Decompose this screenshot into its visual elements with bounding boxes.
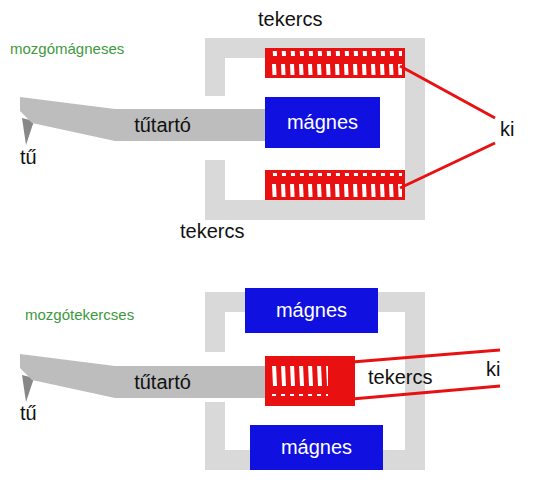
type-title: mozgótekercses (25, 306, 134, 323)
part-label: tekercs (368, 366, 432, 389)
part-label: tekercs (180, 220, 244, 243)
magnet: mágnes (250, 425, 383, 470)
part-label: tekercs (258, 8, 322, 31)
stylus-holder: tűtartó (20, 97, 265, 141)
stylus-holder: tűtartó (20, 354, 265, 398)
magnet-label: mágnes (276, 299, 347, 322)
magnet: mágnes (265, 97, 380, 148)
signal-label: ki (500, 118, 514, 141)
magnet: mágnes (245, 288, 378, 333)
type-title: mozgómágneses (10, 40, 124, 57)
holder-label: tűtartó (134, 114, 191, 137)
part-label: tű (20, 146, 37, 169)
part-label: tű (20, 402, 37, 425)
holder-label: tűtartó (134, 371, 191, 394)
magnet-label: mágnes (287, 111, 358, 134)
magnet-label: mágnes (281, 436, 352, 459)
signal-label: ki (486, 358, 500, 381)
